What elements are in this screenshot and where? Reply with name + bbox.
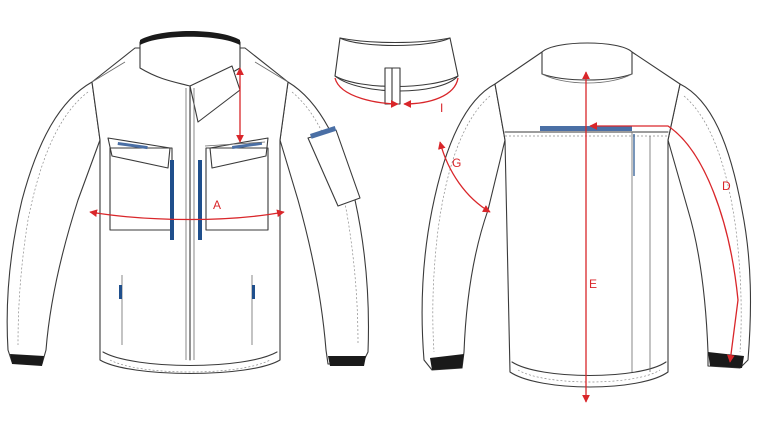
measure-a-line [89,209,285,221]
front-left-sleeve [6,81,101,365]
back-collar [541,42,633,81]
measure-i-label: I [440,101,443,115]
measure-i-line [334,77,399,108]
front-left-pocket-zip [170,160,174,240]
measure-d-label: D [722,179,731,193]
measure-e-label: E [589,277,597,291]
measure-g-label: G [452,156,461,170]
collar-detail: I [334,37,459,115]
back-body [494,51,681,388]
measure-a-label: A [213,198,221,212]
back-left-cuff [430,354,464,370]
back-view: E D G [421,42,752,403]
front-right-sleeve [279,81,370,365]
back-left-sleeve [421,83,506,371]
front-right-pocket-zip [198,160,202,240]
measure-g-line [438,141,491,213]
measure-d-line [589,122,739,363]
front-left-lower-zip [119,285,122,299]
back-right-sleeve [667,83,752,369]
front-view: A [6,31,370,375]
front-collar-trim [140,31,240,45]
front-right-cuff [328,356,366,366]
front-right-lower-zip [252,285,255,299]
front-left-cuff [10,354,44,366]
